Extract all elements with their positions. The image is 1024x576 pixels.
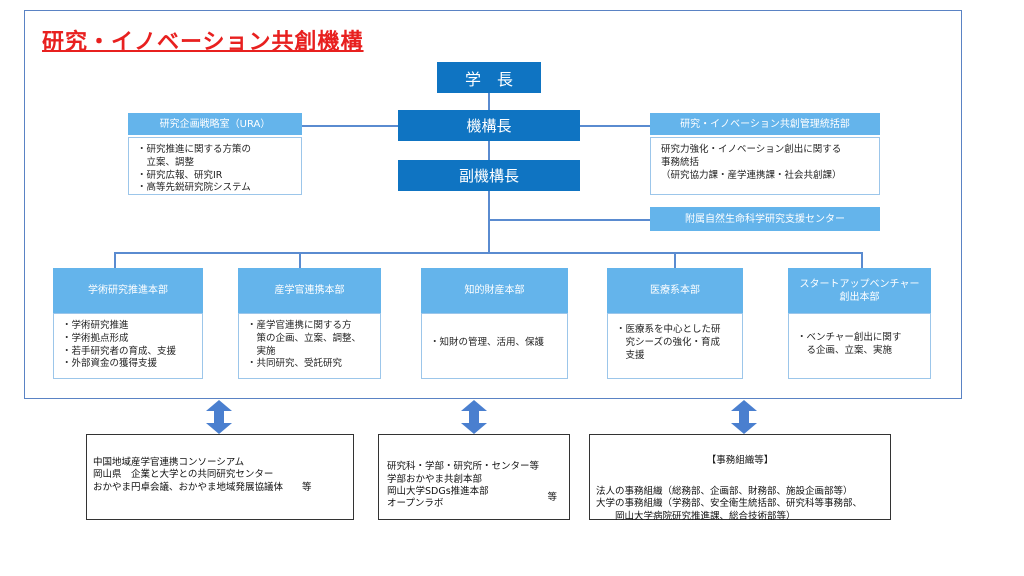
division-body-startup: ・ベンチャー創出に関す る企画、立案、実施 — [788, 313, 931, 379]
external-center-etc: 等 — [547, 492, 557, 503]
external-center-box: 研究科・学部・研究所・センター等 学部おかやま共創本部 岡山大学SDGs推進本部… — [378, 434, 570, 520]
president-box: 学 長 — [437, 62, 541, 93]
page-title: 研究・イノベーション共創機構 — [42, 30, 364, 55]
connector-life-center — [488, 219, 650, 221]
mgmt-header: 研究・イノベーション共創管理統括部 — [650, 113, 880, 135]
mgmt-body: 研究力強化・イノベーション創出に関する 事務統括 （研究協力課・産学連携課・社会… — [650, 137, 880, 195]
ura-body: ・研究推進に関する方策の 立案、調整 ・研究広報、研究IR ・高等先鋭研究院シス… — [128, 137, 302, 195]
connector-director-vice — [488, 141, 490, 160]
division-header-industry: 産学官連携本部 — [238, 268, 381, 313]
bidirectional-arrow-icon — [461, 400, 487, 434]
division-header-academic: 学術研究推進本部 — [53, 268, 203, 313]
external-right-box: 【事務組織等】 法人の事務組織（総務部、企画部、財務部、施設企画部等） 大学の事… — [589, 434, 891, 522]
division-header-medical: 医療系本部 — [607, 268, 743, 313]
connector-division-2 — [299, 252, 301, 268]
organization-frame — [24, 10, 962, 399]
vice-director-box: 副機構長 — [398, 160, 580, 191]
connector-mgmt — [580, 125, 650, 127]
connector-ura — [302, 125, 398, 127]
connector-president-director — [488, 93, 490, 113]
life-center-box: 附属自然生命科学研究支援センター — [650, 207, 880, 231]
division-body-ip: ・知財の管理、活用、保護 — [421, 313, 568, 379]
division-header-startup: スタートアップベンチャー 創出本部 — [788, 268, 931, 313]
division-body-academic: ・学術研究推進 ・学術拠点形成 ・若手研究者の育成、支援 ・外部資金の獲得支援 — [53, 313, 203, 379]
division-body-industry: ・産学官連携に関する方 策の企画、立案、調整、 実施 ・共同研究、受託研究 — [238, 313, 381, 379]
director-box: 機構長 — [398, 110, 580, 141]
connector-division-1 — [114, 252, 116, 268]
ura-header: 研究企画戦略室（URA） — [128, 113, 302, 135]
external-center-lines: 研究科・学部・研究所・センター等 学部おかやま共創本部 岡山大学SDGs推進本部… — [387, 461, 540, 510]
external-right-title: 【事務組織等】 — [706, 455, 774, 467]
division-body-medical: ・医療系を中心とした研 究シーズの強化・育成 支援 — [607, 313, 743, 379]
external-right-body: 法人の事務組織（総務部、企画部、財務部、施設企画部等） 大学の事務組織（学務部、… — [596, 486, 863, 522]
division-header-ip: 知的財産本部 — [421, 268, 568, 313]
connector-division-5 — [861, 252, 863, 268]
external-left-box: 中国地域産学官連携コンソーシアム 岡山県 企業と大学との共同研究センター おかや… — [86, 434, 354, 520]
bidirectional-arrow-icon — [731, 400, 757, 434]
connector-division-4 — [674, 252, 676, 268]
connector-vice-trunk — [488, 191, 490, 252]
connector-divisions-bus — [114, 252, 862, 254]
bidirectional-arrow-icon — [206, 400, 232, 434]
